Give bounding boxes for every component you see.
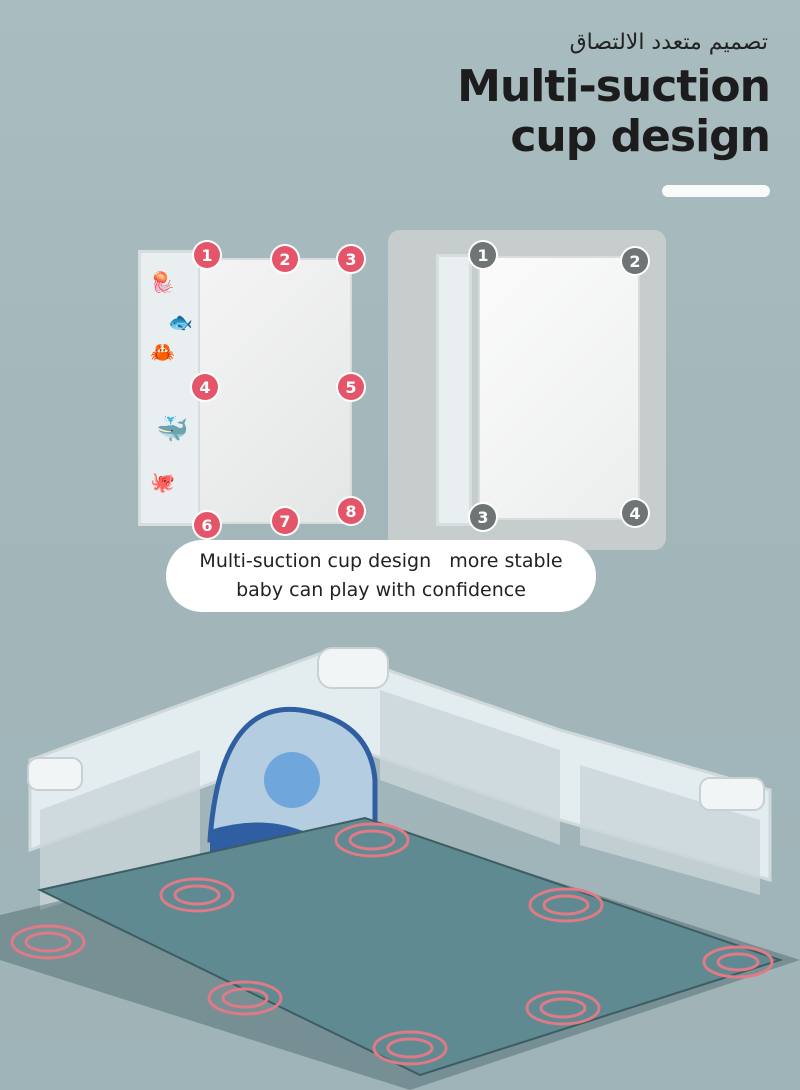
fish-icon: 🐟: [168, 310, 193, 334]
whale-icon: 🐳: [156, 415, 189, 445]
crab-icon: 🦀: [150, 340, 175, 364]
suction-marker-7: 7: [272, 508, 298, 534]
suction-marker-1: 1: [194, 242, 220, 268]
suction-cup-icon: [159, 877, 235, 913]
suction-marker-6: 6: [194, 512, 220, 538]
arabic-title: تصميم متعدد الالتصاق: [569, 30, 768, 55]
suction-marker-2: 2: [622, 248, 648, 274]
suction-cup-icon: [542, 894, 590, 916]
caption-line-2: baby can play with confidence: [236, 579, 526, 601]
suction-cup-icon: [334, 822, 410, 858]
suction-marker-1: 1: [470, 242, 496, 268]
suction-cup-icon: [372, 1030, 448, 1066]
suction-cup-icon: [221, 987, 269, 1009]
caption-pill: Multi-suction cup design more stable bab…: [166, 540, 596, 612]
title-line-2: cup design: [510, 111, 771, 162]
title-line-1: Multi-suction: [457, 61, 771, 112]
caption-line-1: Multi-suction cup design more stable: [199, 550, 563, 572]
suction-marker-4: 4: [622, 500, 648, 526]
suction-marker-8: 8: [338, 498, 364, 524]
suction-cup-icon: [528, 887, 604, 923]
suction-marker-3: 3: [470, 504, 496, 530]
suction-cup-icon: [207, 980, 283, 1016]
floor-mat: [40, 818, 780, 1075]
jellyfish-icon: 🪼: [150, 270, 175, 294]
corner-cap: [317, 647, 389, 689]
title-underline: [662, 185, 770, 197]
suction-marker-2: 2: [272, 246, 298, 272]
suction-cup-icon: [702, 945, 774, 979]
suction-marker-3: 3: [338, 246, 364, 272]
suction-marker-5: 5: [338, 374, 364, 400]
page-title: Multi-suction cup design: [457, 61, 771, 162]
mesh-panel: [380, 690, 560, 845]
suction-cup-icon: [525, 990, 601, 1026]
suction-cup-icon: [348, 829, 396, 851]
mesh-panel: [580, 765, 760, 895]
suction-cup-icon: [173, 884, 221, 906]
suction-cup-icon: [24, 931, 72, 953]
whale-icon: [264, 752, 320, 808]
corner-cap: [699, 777, 765, 811]
corner-cap: [27, 757, 83, 791]
fence-post: [436, 254, 472, 526]
suction-cup-icon: [539, 997, 587, 1019]
glass-panel: [478, 256, 640, 520]
glass-panel: [198, 258, 352, 524]
suction-cup-icon: [716, 952, 760, 972]
playpen-underside-illustration: [0, 647, 800, 1090]
suction-cup-icon: [10, 924, 86, 960]
suction-rings: [10, 822, 774, 1066]
suction-marker-4: 4: [192, 374, 218, 400]
suction-cup-icon: [386, 1037, 434, 1059]
octopus-icon: 🐙: [150, 470, 175, 494]
floor-mat-edge: [36, 816, 784, 1077]
